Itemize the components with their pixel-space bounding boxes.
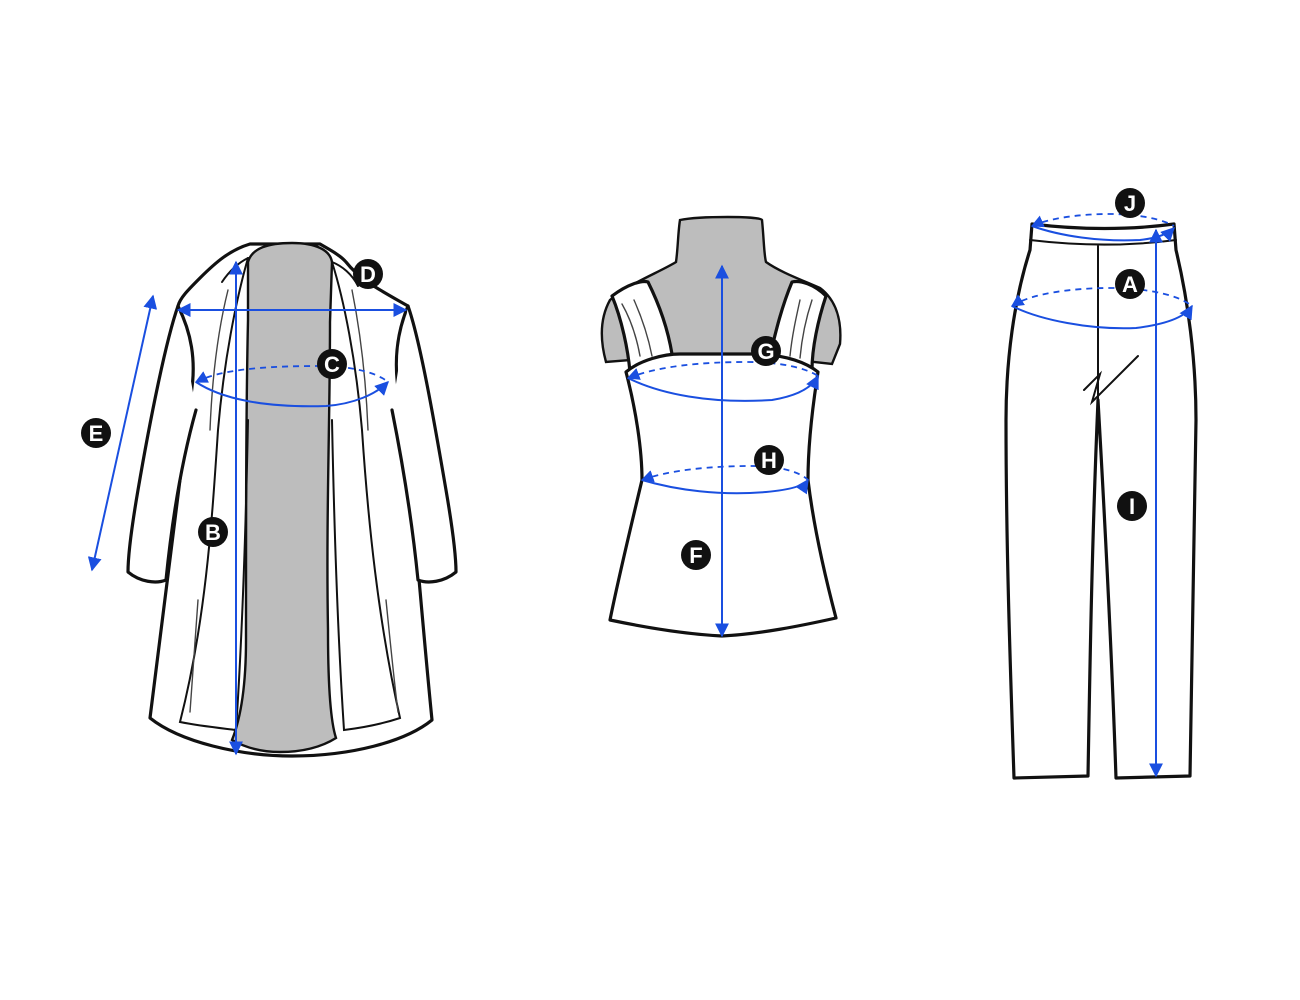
measurement-lines (87, 213, 1193, 778)
pants-waist-front (1031, 225, 1175, 242)
cardigan-figure (126, 241, 458, 758)
badge-e: E (81, 418, 111, 448)
badge-i: I (1117, 491, 1147, 521)
cardigan-inner-form (230, 241, 338, 754)
cardigan-bust-front (195, 381, 389, 408)
svg-text:E: E (89, 421, 104, 446)
svg-text:A: A (1122, 272, 1138, 297)
badge-h: H (754, 445, 784, 475)
measurement-badges: E B D C G H F J (81, 188, 1147, 570)
cami-left-strap (610, 279, 674, 374)
cardigan-right-sleeve (390, 304, 458, 584)
svg-text:G: G (757, 339, 774, 364)
cami-waist-front (641, 478, 809, 495)
svg-text:F: F (689, 543, 702, 568)
sleeve-length-line (87, 294, 158, 572)
cami-right-strap (768, 279, 828, 372)
svg-text:H: H (761, 448, 777, 473)
pants-hip-front (1011, 304, 1193, 330)
badge-a: A (1115, 269, 1145, 299)
cami-waist-back (640, 465, 809, 483)
svg-text:J: J (1124, 191, 1136, 216)
badge-d: D (353, 259, 383, 289)
svg-text:B: B (205, 520, 221, 545)
cami-bust-front (627, 374, 819, 402)
svg-text:C: C (324, 352, 340, 377)
badge-b: B (198, 517, 228, 547)
badge-c: C (317, 349, 347, 379)
svg-text:I: I (1129, 494, 1135, 519)
cardigan-bust-back (194, 365, 389, 383)
pants-hip-back (1010, 287, 1193, 307)
pants-figure (1004, 222, 1198, 780)
badge-f: F (681, 540, 711, 570)
cami-bust-back (626, 361, 819, 380)
badge-j: J (1115, 188, 1145, 218)
pants-outline (1004, 222, 1198, 780)
pants-pocket-mark (1083, 355, 1139, 406)
badge-g: G (751, 336, 781, 366)
svg-text:D: D (360, 262, 376, 287)
cardigan-right-front (331, 261, 402, 732)
pants-waist-back (1030, 213, 1175, 228)
